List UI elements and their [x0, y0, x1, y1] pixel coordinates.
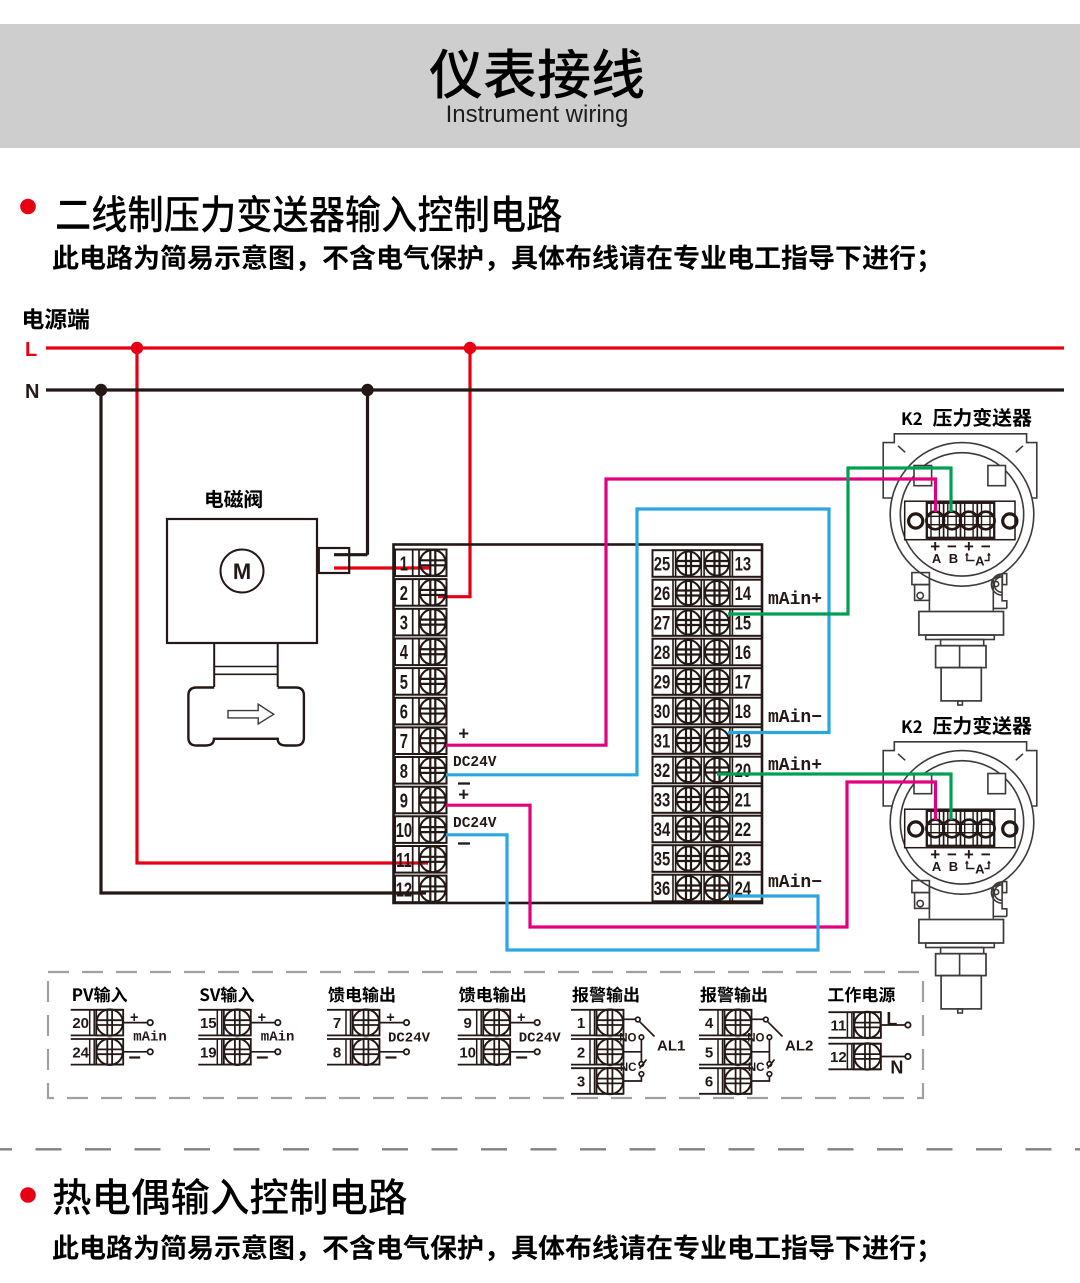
- svg-text:18: 18: [735, 701, 751, 722]
- svg-text:L: L: [886, 1009, 897, 1029]
- svg-text:8: 8: [333, 1044, 341, 1061]
- svg-text:B: B: [949, 551, 958, 566]
- svg-text:24: 24: [72, 1044, 89, 1061]
- svg-text:4: 4: [400, 641, 408, 664]
- svg-text:N: N: [25, 381, 39, 403]
- svg-text:10: 10: [459, 1044, 476, 1061]
- svg-text:−: −: [947, 537, 957, 556]
- svg-text:A: A: [932, 859, 942, 874]
- svg-text:17: 17: [735, 672, 751, 693]
- svg-text:NO: NO: [619, 1033, 636, 1045]
- svg-text:33: 33: [654, 790, 670, 811]
- svg-text:13: 13: [735, 554, 751, 575]
- svg-text:5: 5: [400, 671, 408, 694]
- svg-text:7: 7: [333, 1015, 341, 1032]
- svg-text:Instrument wiring: Instrument wiring: [446, 101, 629, 128]
- svg-text:12: 12: [830, 1049, 847, 1066]
- svg-text:NO: NO: [747, 1033, 764, 1045]
- svg-text:mAin−: mAin−: [768, 873, 822, 893]
- svg-text:11: 11: [830, 1018, 846, 1035]
- svg-text:+: +: [930, 537, 940, 556]
- svg-text:DC24V: DC24V: [388, 1031, 431, 1047]
- svg-text:−: −: [947, 845, 957, 864]
- svg-text:+: +: [517, 1010, 525, 1026]
- svg-text:7: 7: [400, 730, 408, 753]
- svg-text:15: 15: [735, 613, 751, 634]
- svg-text:A: A: [932, 551, 942, 566]
- svg-text:10: 10: [396, 819, 412, 842]
- svg-text:16: 16: [735, 642, 751, 663]
- svg-text:34: 34: [654, 819, 671, 840]
- svg-text:DC24V: DC24V: [453, 816, 497, 832]
- svg-text:32: 32: [654, 760, 670, 781]
- svg-text:M: M: [233, 559, 251, 584]
- svg-text:3: 3: [400, 611, 408, 634]
- svg-text:23: 23: [735, 849, 751, 870]
- svg-text:2: 2: [577, 1044, 585, 1061]
- svg-text:5: 5: [705, 1044, 713, 1061]
- svg-text:11: 11: [396, 848, 412, 871]
- svg-text:AL1: AL1: [657, 1038, 685, 1055]
- svg-text:8: 8: [400, 759, 408, 782]
- svg-text:20: 20: [72, 1015, 89, 1032]
- svg-text:14: 14: [735, 583, 752, 604]
- svg-text:28: 28: [654, 642, 670, 663]
- svg-text:21: 21: [735, 790, 751, 811]
- svg-text:9: 9: [400, 789, 408, 812]
- svg-text:27: 27: [654, 613, 670, 634]
- svg-text:+: +: [130, 1010, 138, 1026]
- svg-text:+: +: [458, 783, 469, 804]
- svg-text:31: 31: [654, 731, 670, 752]
- svg-text:1: 1: [400, 552, 408, 575]
- svg-text:22: 22: [735, 819, 751, 840]
- svg-text:+: +: [258, 1010, 266, 1026]
- svg-text:30: 30: [654, 701, 670, 722]
- svg-text:A: A: [975, 554, 985, 569]
- svg-text:mAin+: mAin+: [768, 756, 822, 776]
- svg-text:DC24V: DC24V: [453, 755, 497, 771]
- svg-text:6: 6: [400, 700, 408, 723]
- svg-text:L: L: [25, 339, 37, 361]
- svg-text:19: 19: [735, 731, 751, 752]
- svg-text:9: 9: [464, 1015, 472, 1032]
- svg-text:B: B: [949, 859, 958, 874]
- svg-text:19: 19: [200, 1044, 217, 1061]
- svg-text:+: +: [386, 1010, 394, 1026]
- svg-text:6: 6: [705, 1074, 713, 1091]
- svg-text:12: 12: [396, 878, 412, 901]
- svg-text:2: 2: [400, 582, 408, 605]
- svg-text:−: −: [981, 845, 991, 864]
- svg-text:29: 29: [654, 672, 670, 693]
- svg-text:4: 4: [705, 1015, 714, 1032]
- svg-text:NC: NC: [620, 1062, 637, 1074]
- svg-text:24: 24: [735, 878, 752, 899]
- svg-text:DC24V: DC24V: [519, 1031, 562, 1047]
- svg-text:AL2: AL2: [785, 1038, 813, 1055]
- svg-text:mAin: mAin: [133, 1030, 167, 1046]
- svg-text:36: 36: [654, 878, 670, 899]
- svg-text:+: +: [964, 845, 974, 864]
- svg-text:+: +: [458, 723, 469, 744]
- svg-text:mAin: mAin: [261, 1030, 295, 1046]
- svg-text:1: 1: [577, 1015, 585, 1032]
- svg-text:N: N: [890, 1058, 903, 1078]
- svg-text:35: 35: [654, 849, 670, 870]
- svg-text:+: +: [930, 845, 940, 864]
- svg-text:26: 26: [654, 583, 670, 604]
- svg-text:3: 3: [577, 1074, 585, 1091]
- svg-text:15: 15: [200, 1015, 217, 1032]
- svg-text:25: 25: [654, 554, 670, 575]
- svg-text:+: +: [964, 537, 974, 556]
- svg-text:A: A: [975, 862, 985, 877]
- svg-text:mAin−: mAin−: [768, 708, 822, 728]
- svg-text:20: 20: [735, 760, 751, 781]
- svg-text:mAin+: mAin+: [768, 590, 822, 610]
- svg-text:NC: NC: [748, 1062, 765, 1074]
- svg-text:−: −: [981, 537, 991, 556]
